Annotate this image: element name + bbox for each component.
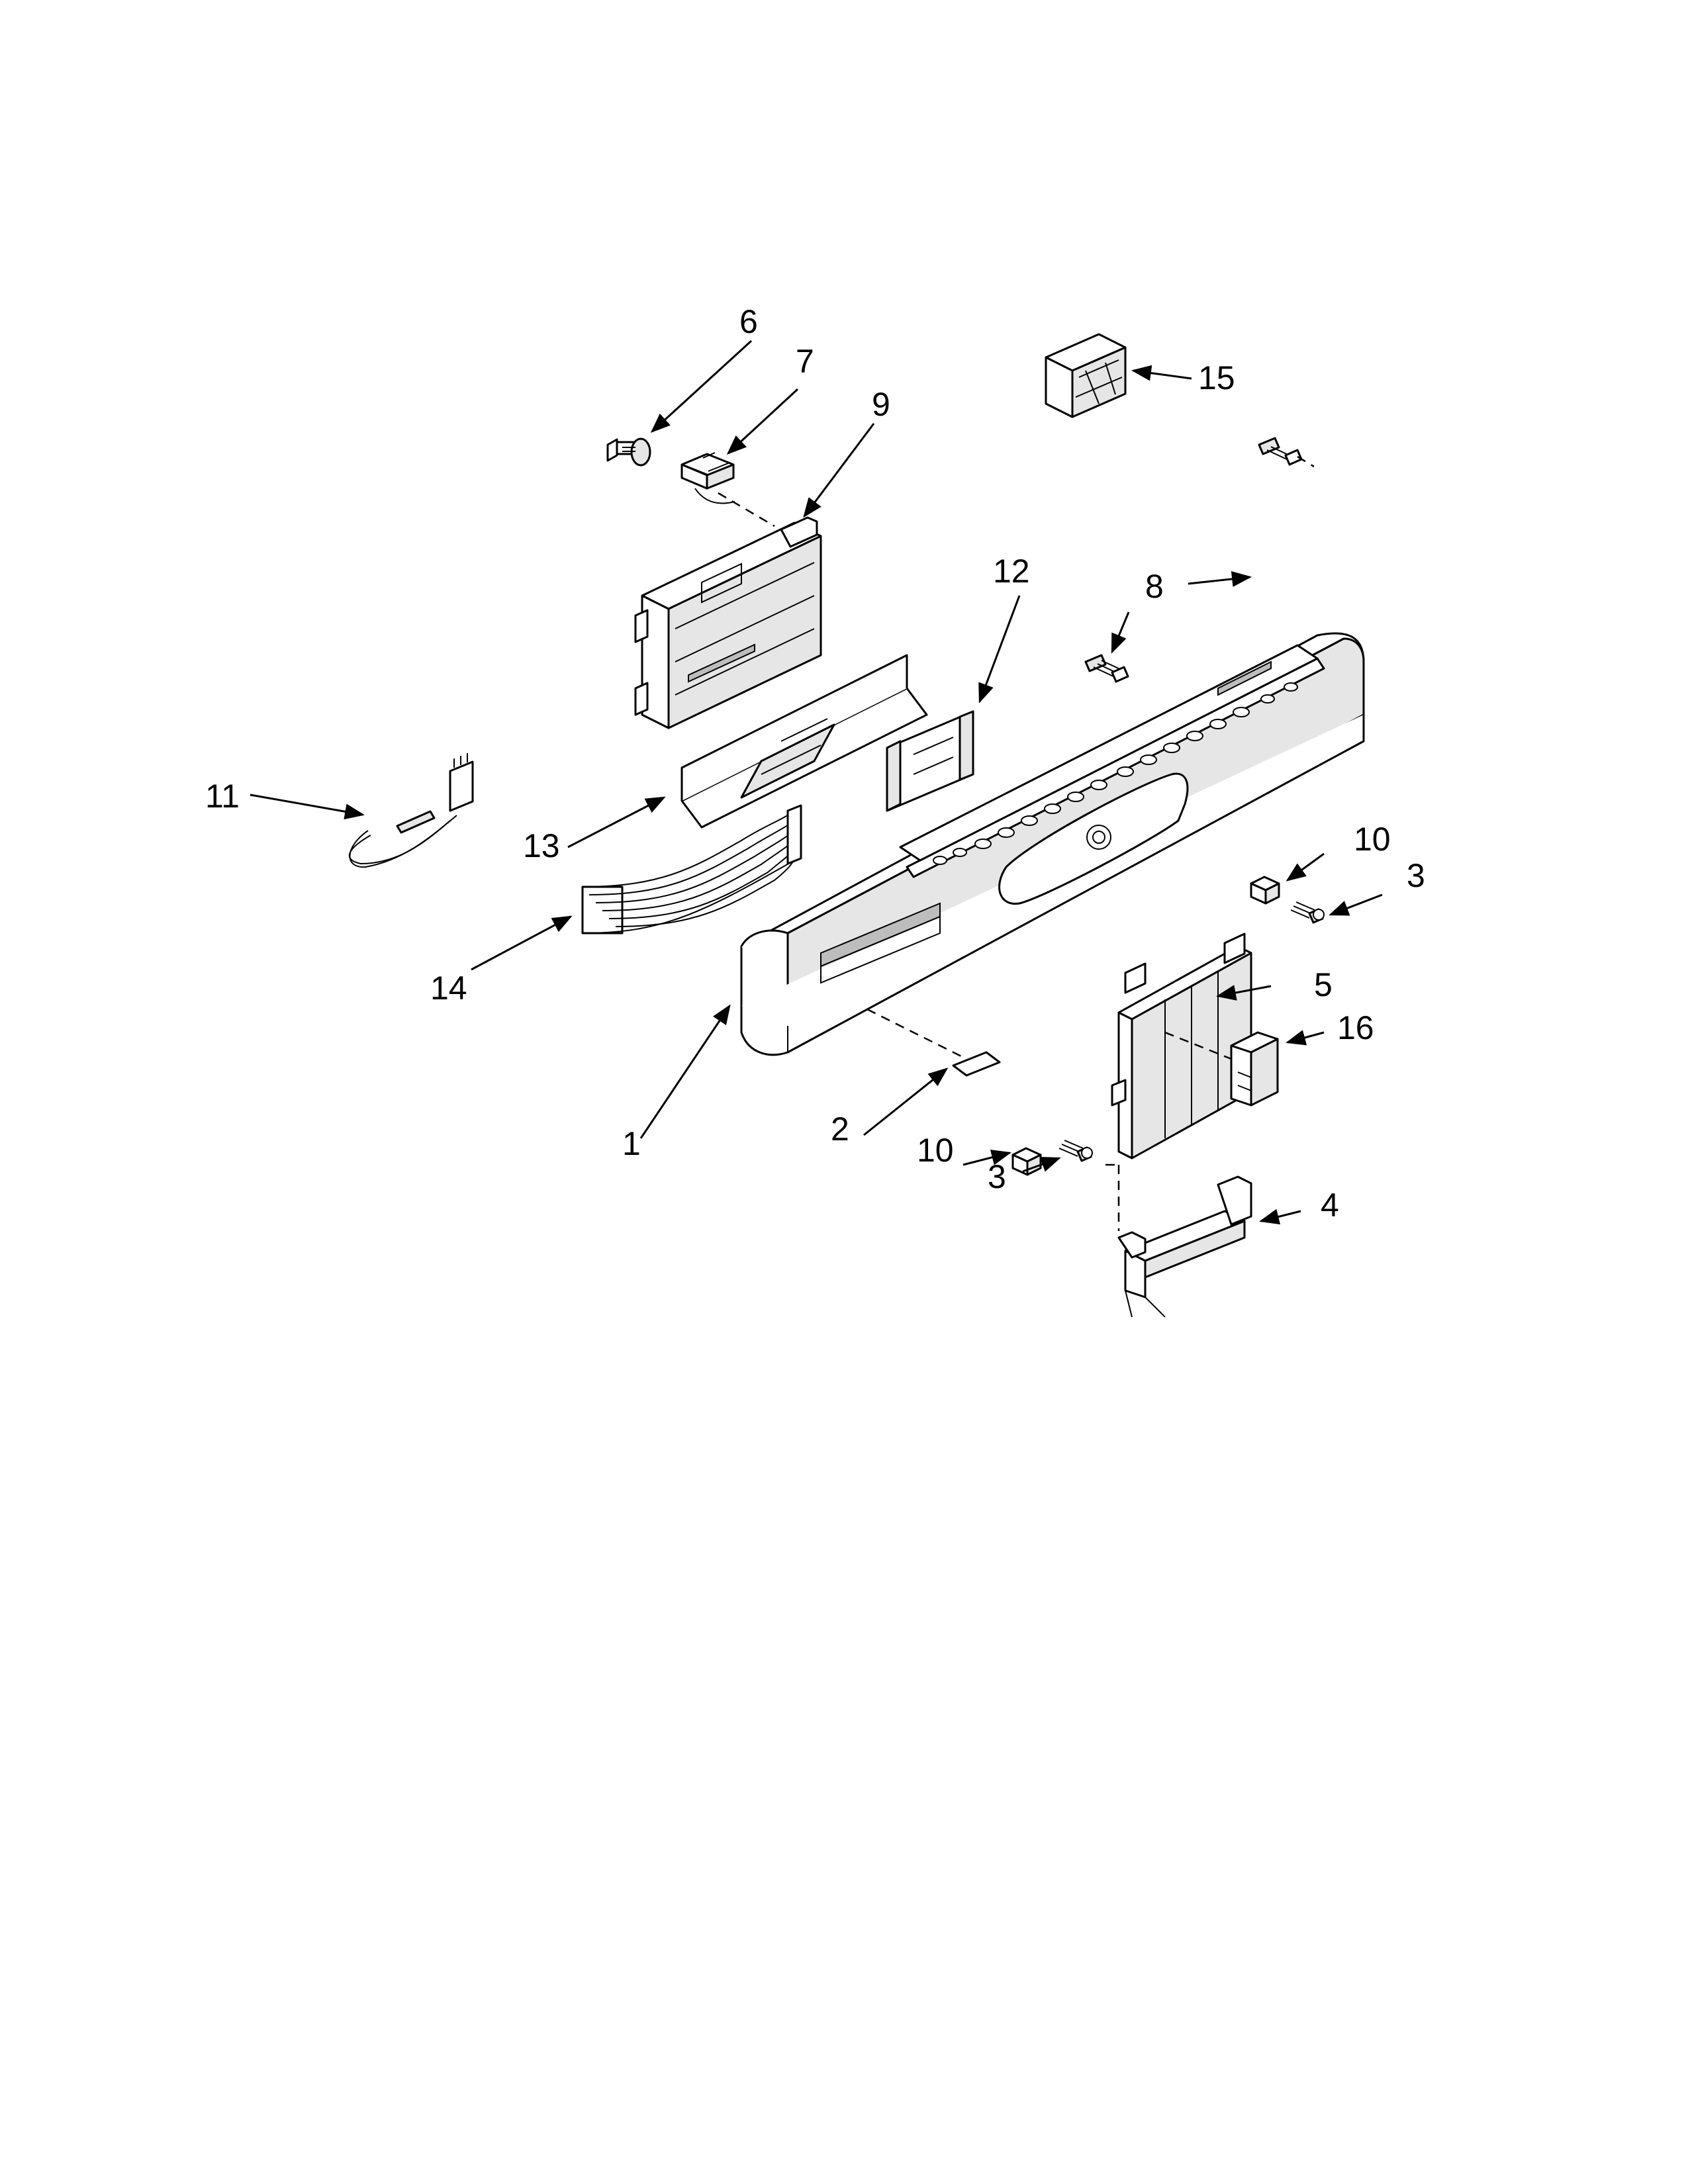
part-3-screw-right xyxy=(1290,901,1325,924)
callout-3-right: 3 xyxy=(1407,857,1425,894)
part-2-label xyxy=(952,1051,1001,1077)
callout-11: 11 xyxy=(205,778,240,815)
callout-2: 2 xyxy=(831,1111,849,1148)
callout-10-right: 10 xyxy=(1354,821,1391,858)
callout-14: 14 xyxy=(430,970,467,1007)
callout-12: 12 xyxy=(993,553,1030,590)
part-7-clip xyxy=(680,452,735,504)
part-6-thermal-fuse xyxy=(606,437,651,467)
assembly-dashed-lines xyxy=(718,455,1315,1231)
callout-9: 9 xyxy=(872,386,890,423)
callout-1: 1 xyxy=(622,1125,641,1162)
part-3-screw-left xyxy=(1058,1140,1093,1162)
part-12-bracket xyxy=(886,710,974,812)
part-8-screw-left xyxy=(1084,654,1129,683)
part-5-bracket xyxy=(1111,933,1252,1160)
callout-8: 8 xyxy=(1145,568,1164,605)
part-16-latch xyxy=(1230,1031,1279,1107)
part-13-insulation-sheet xyxy=(680,654,928,829)
callout-15: 15 xyxy=(1198,359,1235,396)
part-14-ribbon-cable xyxy=(581,804,802,934)
callout-16: 16 xyxy=(1337,1009,1374,1046)
callout-13: 13 xyxy=(523,827,560,864)
callout-10-left: 10 xyxy=(917,1132,954,1169)
callout-3-left: 3 xyxy=(988,1158,1006,1195)
part-4-bottom-bracket xyxy=(1117,1175,1252,1318)
callout-4: 4 xyxy=(1321,1187,1339,1224)
part-11-wire-harness xyxy=(348,753,474,868)
part-8-screw-right xyxy=(1258,437,1303,466)
part-9-control-board xyxy=(634,516,822,729)
callout-labels: 6 7 9 15 12 8 11 13 14 10 3 5 16 1 2 10 … xyxy=(205,303,1425,1224)
callout-5: 5 xyxy=(1314,966,1333,1003)
part-1-control-panel xyxy=(740,632,1365,1056)
callout-6: 6 xyxy=(739,303,758,340)
panel-buttons xyxy=(933,682,1298,865)
leader-lines xyxy=(250,340,1383,1225)
part-10-clip-right xyxy=(1250,876,1280,905)
part-15-cover xyxy=(1045,333,1127,418)
callout-7: 7 xyxy=(796,343,814,380)
